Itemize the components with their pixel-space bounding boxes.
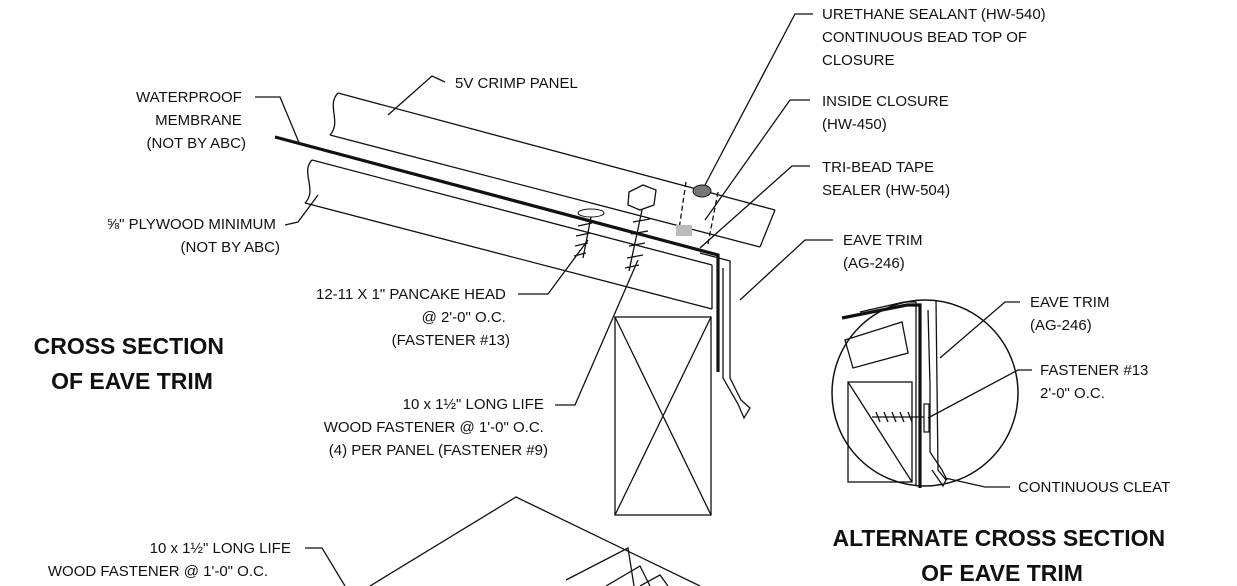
tri-bead-tape [676, 225, 692, 236]
eave-trim [699, 252, 751, 420]
plywood-label: ⅝" PLYWOOD MINIMUM (NOT BY ABC) [107, 216, 280, 256]
plywood-deck [304, 159, 713, 310]
long-life-fastener-label: 10 x 1½" LONG LIFE WOOD FASTENER @ 1'-0"… [324, 396, 548, 459]
wood-blocking [614, 316, 712, 516]
pancake-head-label: 12-11 X 1" PANCAKE HEAD @ 2'-0" O.C. (FA… [316, 286, 510, 349]
main-section-title: CROSS SECTION OF EAVE TRIM [34, 333, 231, 394]
long-life-fastener [624, 184, 657, 272]
alt-fastener-label: FASTENER #13 2'-0" O.C. [1040, 362, 1153, 402]
main-leader-lines [255, 13, 833, 406]
waterproof-membrane-label: WATERPROOF MEMBRANE (NOT BY ABC) [136, 89, 246, 152]
tri-bead-tape-label: TRI-BEAD TAPE SEALER (HW-504) [822, 159, 950, 199]
waterproof-membrane [274, 135, 720, 372]
alt-cleat-label: CONTINUOUS CLEAT [1018, 479, 1170, 496]
main-callouts: URETHANE SEALANT (HW-540) CONTINUOUS BEA… [107, 6, 1050, 459]
lower-fastener-label: 10 x 1½" LONG LIFE WOOD FASTENER @ 1'-0"… [48, 540, 295, 580]
alternate-callouts: EAVE TRIM (AG-246) FASTENER #13 2'-0" O.… [1018, 294, 1170, 496]
alt-eave-trim-label: EAVE TRIM (AG-246) [1030, 294, 1114, 334]
eave-trim-label: EAVE TRIM (AG-246) [843, 232, 927, 272]
alternate-detail-circle [831, 299, 1019, 488]
alternate-section-title: ALTERNATE CROSS SECTION OF EAVE TRIM [832, 525, 1171, 586]
pancake-head-fastener [573, 208, 605, 259]
main-cross-section [274, 92, 776, 516]
lower-detail [305, 496, 701, 586]
alternate-leader-lines [927, 301, 1032, 488]
crimp-panel-label: 5V CRIMP PANEL [455, 75, 578, 92]
urethane-sealant-label: URETHANE SEALANT (HW-540) CONTINUOUS BEA… [822, 6, 1050, 69]
inside-closure-label: INSIDE CLOSURE (HW-450) [822, 93, 953, 133]
alternate-fastener [872, 403, 930, 433]
inside-closure [677, 181, 719, 245]
